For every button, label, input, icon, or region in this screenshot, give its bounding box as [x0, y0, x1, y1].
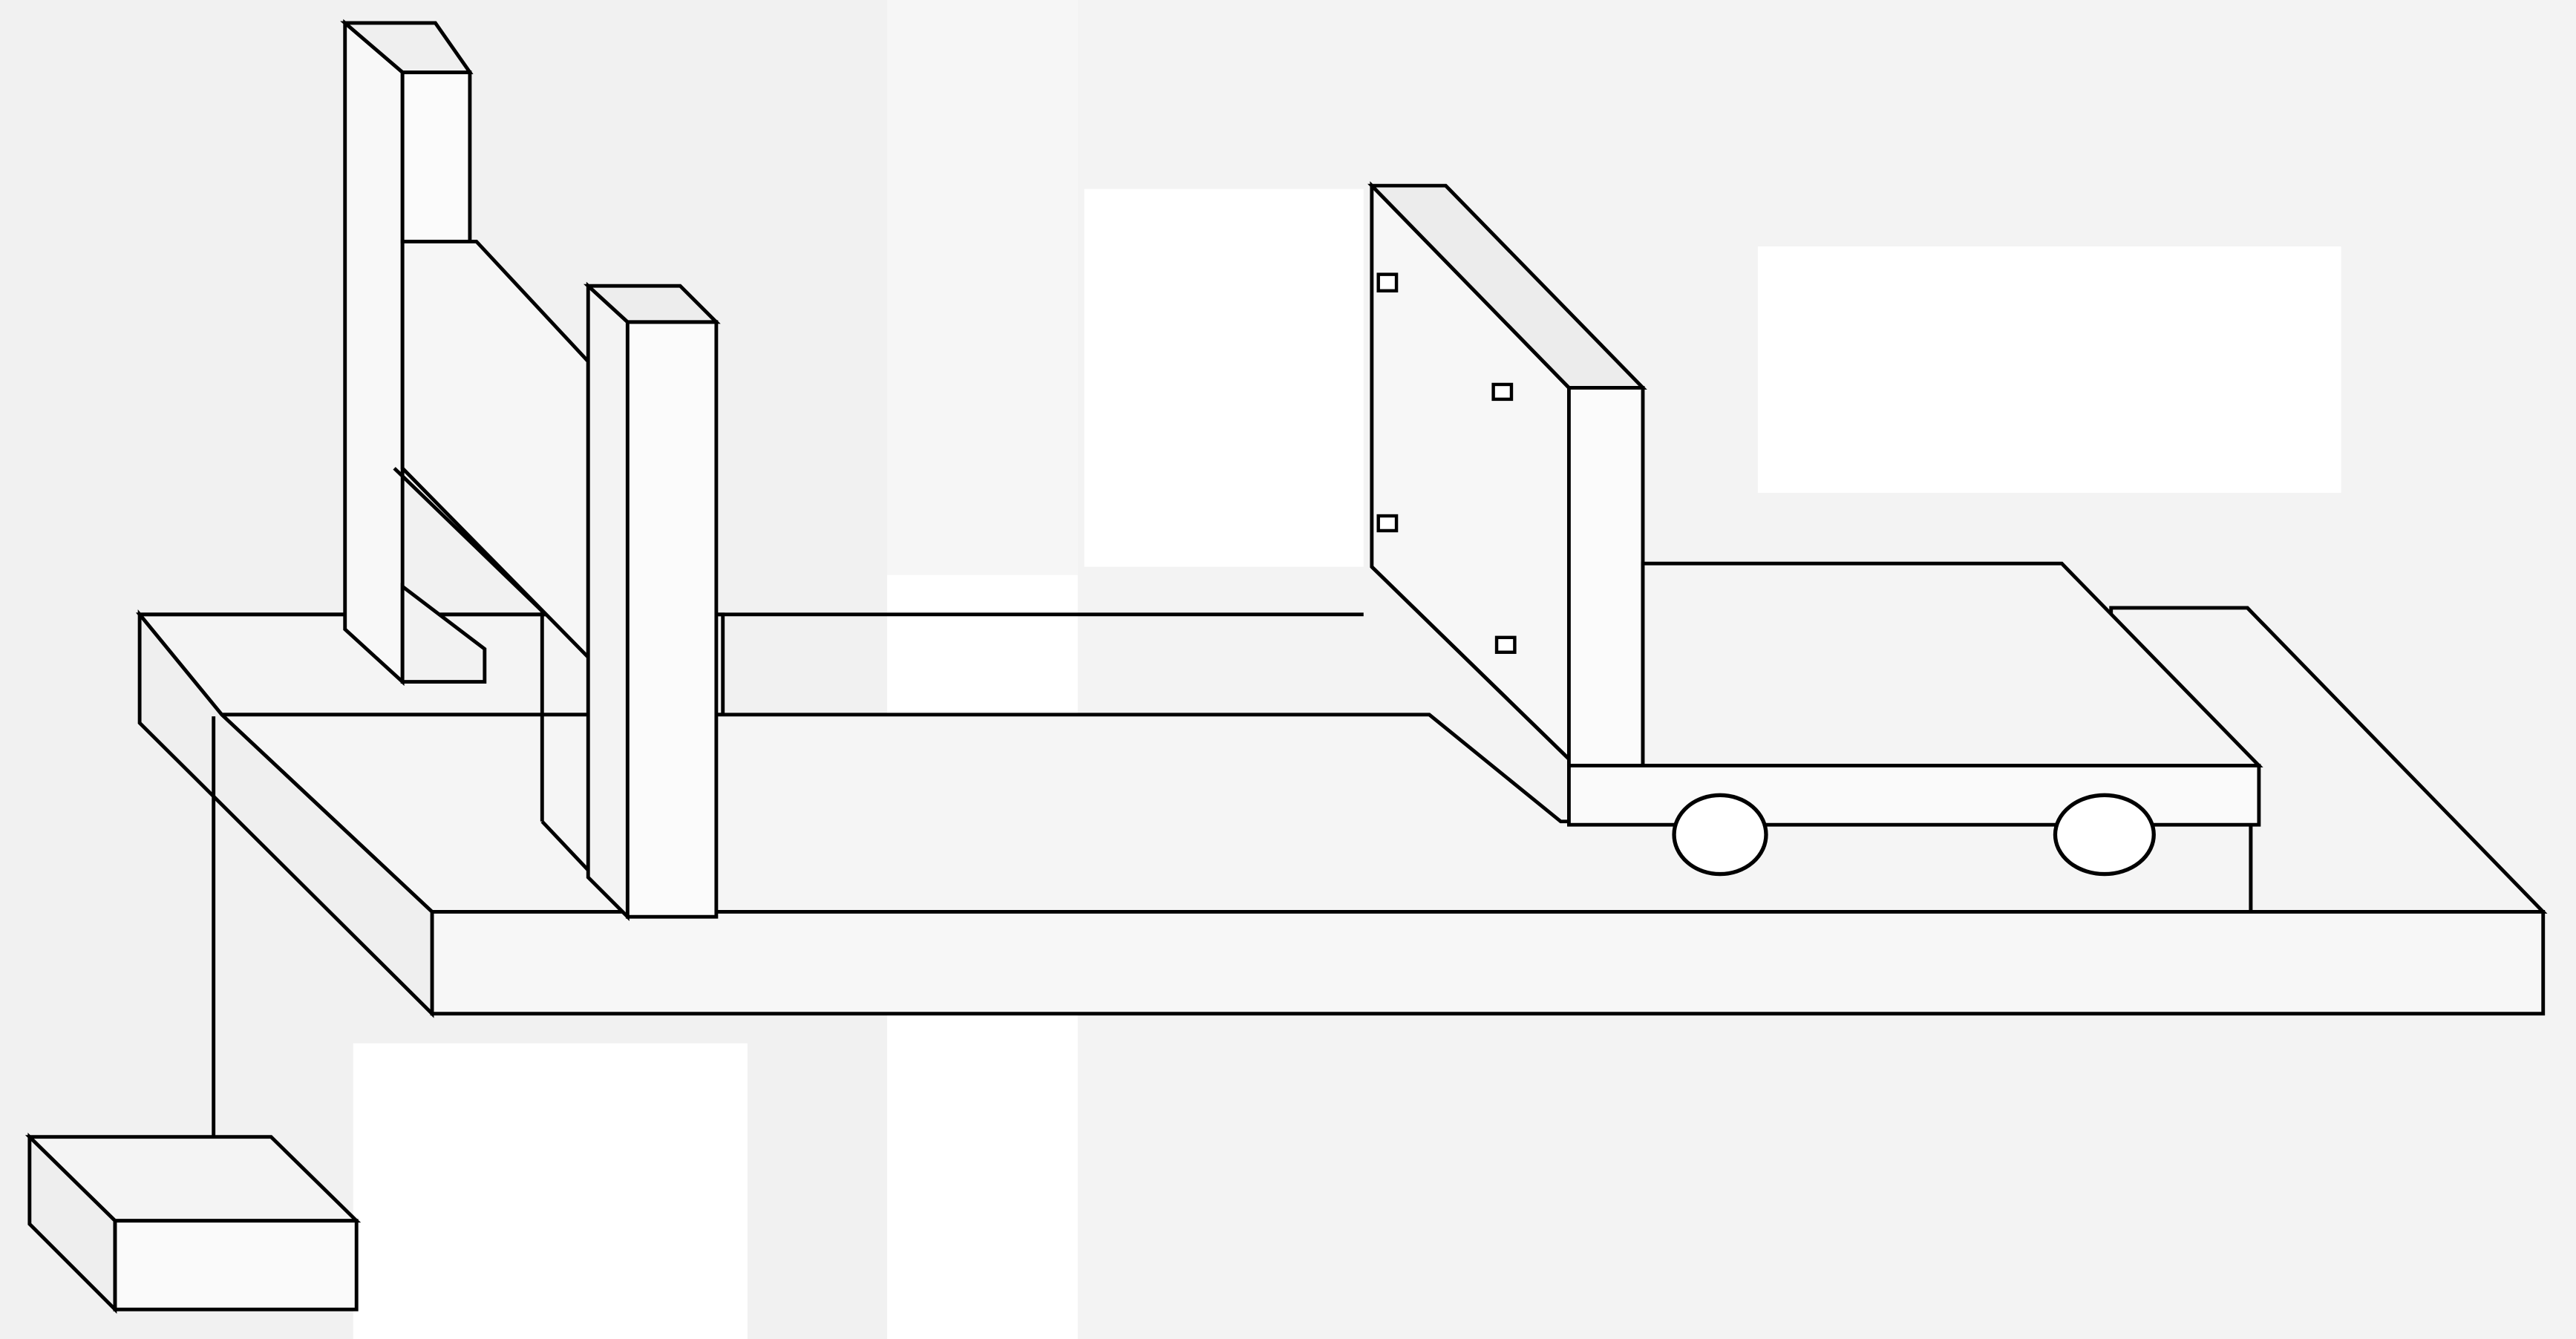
sail-front-edge	[1566, 385, 1645, 767]
sail-marker-1	[1376, 272, 1399, 293]
pulley-post-back-face	[343, 19, 405, 687]
front-post-top	[583, 284, 721, 324]
front-post-face	[625, 320, 719, 919]
weight-side	[27, 1132, 117, 1315]
pulley-arm-edge	[393, 467, 543, 613]
sail-marker-3	[1376, 514, 1399, 533]
cart-wheels	[1672, 793, 2156, 877]
table-left-face	[137, 609, 434, 1018]
paper-clear-a	[1084, 189, 1364, 567]
cart-rear-wheel	[2053, 793, 2156, 877]
pulley-upright-post	[340, 19, 630, 914]
paper-clear-c	[353, 1043, 748, 1339]
front-post-side	[586, 281, 630, 922]
table-front-face	[430, 910, 2546, 1016]
front-upright-post	[583, 281, 721, 922]
sail-bottom-edge	[1370, 565, 1571, 761]
cart-front-wheel	[1672, 793, 1768, 877]
paper-clear-b	[1757, 246, 2341, 494]
pulley-post-top	[340, 21, 474, 74]
cart-sail-panel	[1367, 181, 1647, 767]
pulley-post-front-face	[400, 70, 472, 243]
string-and-weight	[24, 716, 362, 1315]
sail-markers	[1376, 272, 1517, 654]
cart-front-face	[1566, 764, 2261, 827]
weight-front	[113, 1219, 359, 1312]
sail-marker-4	[1494, 635, 1517, 654]
shade-patch-mid	[887, 0, 1085, 575]
pulley-post-foot	[400, 583, 487, 684]
sail-marker-2	[1491, 382, 1514, 402]
